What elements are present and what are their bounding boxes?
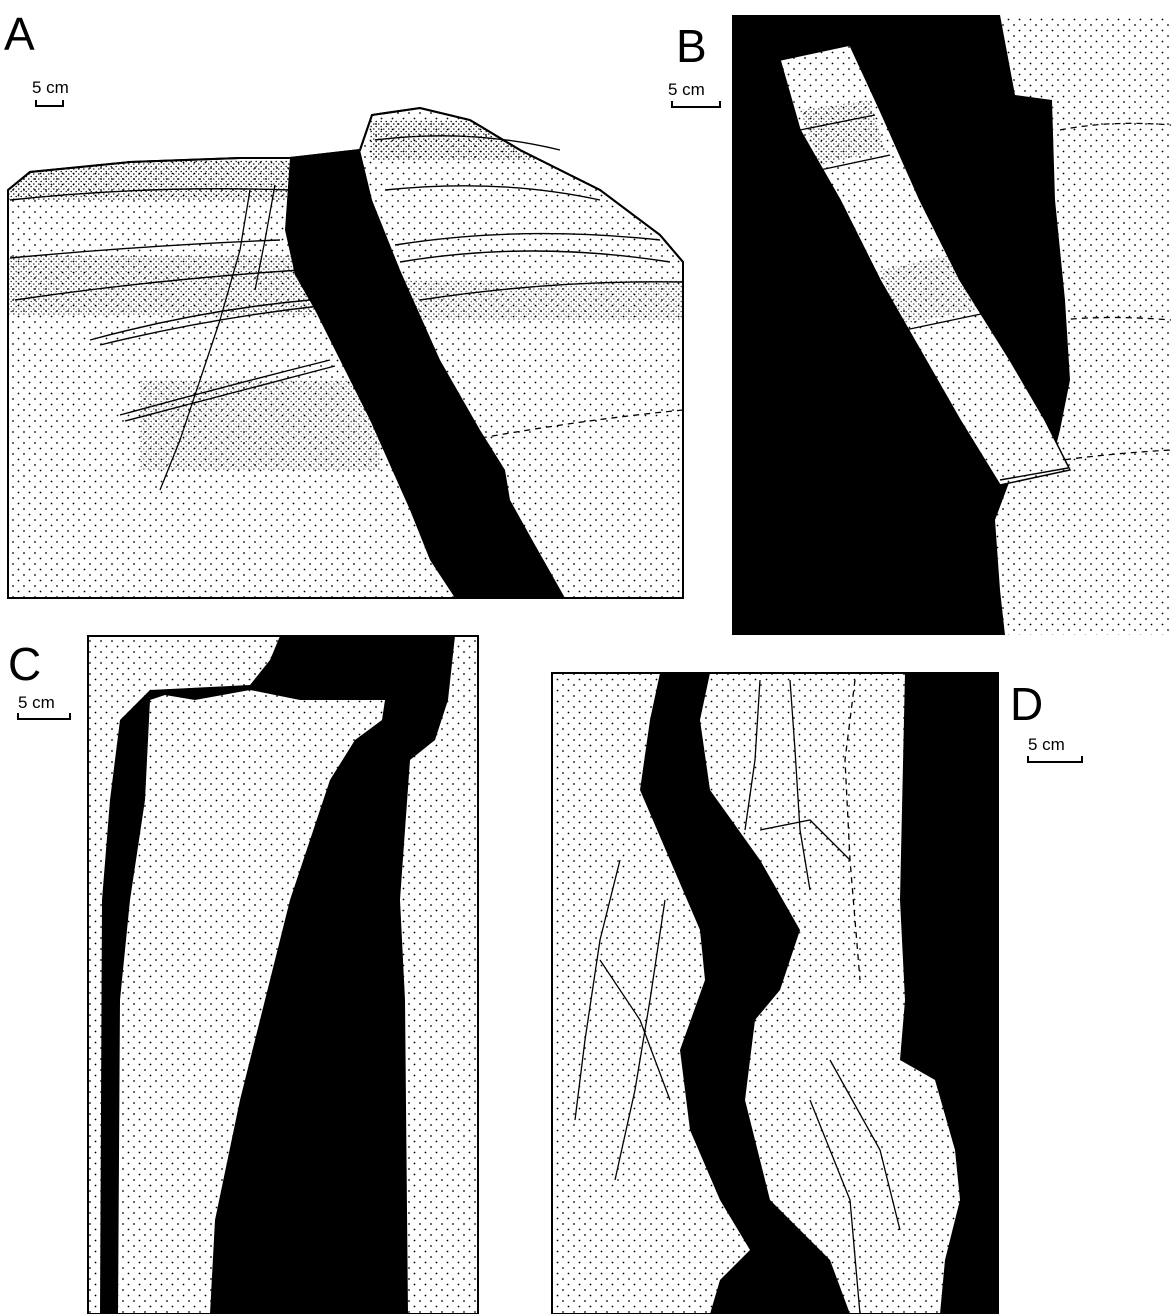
panel-c: C 5 cm	[8, 636, 478, 1314]
panel-a-scale-bar	[36, 100, 63, 106]
panel-b-scale-bar	[672, 101, 720, 107]
panel-a: A 5 cm	[0, 8, 690, 600]
panel-d-letter: D	[1010, 678, 1043, 730]
panel-d: D 5 cm	[552, 673, 1082, 1314]
panel-c-letter: C	[8, 638, 41, 690]
panel-b-scale-label: 5 cm	[668, 80, 705, 99]
panel-c-scale-label: 5 cm	[18, 693, 55, 712]
panel-c-scale-bar	[18, 713, 70, 719]
panel-a-letter: A	[4, 8, 35, 60]
panel-b-letter: B	[676, 20, 707, 72]
panel-d-scale-bar	[1028, 756, 1082, 762]
panel-b: B 5 cm	[668, 15, 1171, 635]
panel-d-scale-label: 5 cm	[1028, 735, 1065, 754]
panel-a-scale-label: 5 cm	[32, 78, 69, 97]
